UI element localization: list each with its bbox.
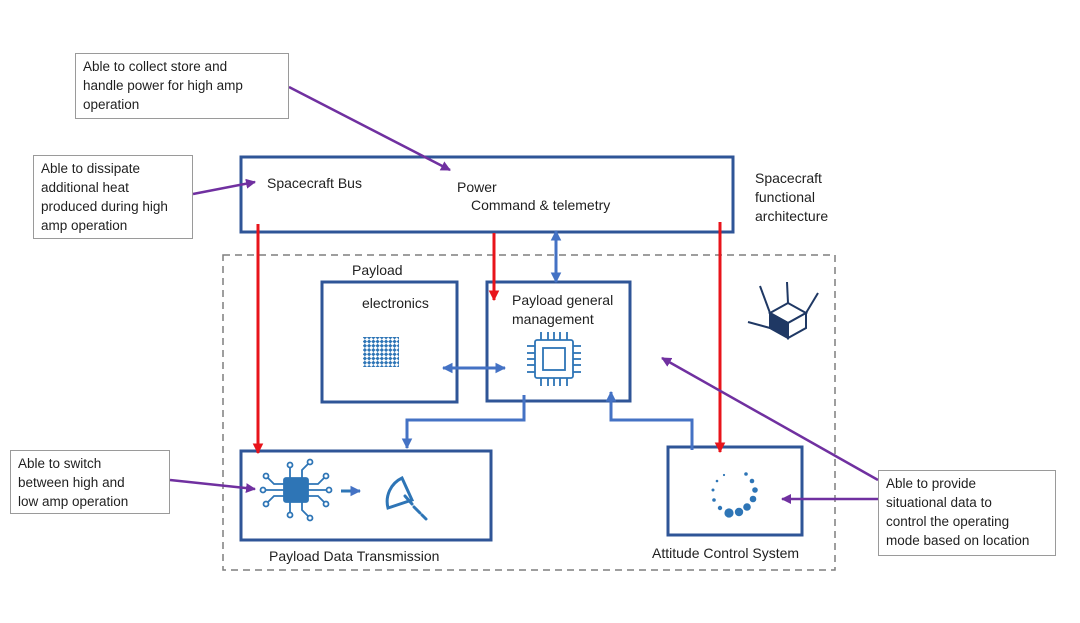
circuit-chip-icon bbox=[259, 458, 333, 522]
spacecraft-bus-box bbox=[239, 155, 735, 234]
switch-note: Able to switch between high and low amp … bbox=[10, 450, 170, 514]
payload-data-transmission-label: Payload Data Transmission bbox=[269, 548, 440, 564]
payload-management-label: Payload general management bbox=[512, 292, 614, 327]
management-to-transmission-arrow bbox=[401, 395, 526, 450]
satellite-dish-icon bbox=[385, 475, 428, 521]
power-label: Power bbox=[457, 179, 497, 195]
command-telemetry-label: Command & telemetry bbox=[471, 197, 611, 213]
cube-icon bbox=[747, 281, 819, 340]
attitude-to-management-arrow bbox=[605, 390, 694, 450]
attitude-control-box bbox=[666, 445, 804, 537]
electronics-label: electronics bbox=[362, 295, 429, 311]
power-note-arrow bbox=[288, 85, 451, 172]
payload-boundary bbox=[222, 254, 836, 571]
spacecraft-bus-label: Spacecraft Bus bbox=[267, 175, 362, 191]
heat-note-arrow bbox=[192, 178, 256, 196]
situational-note-arrow-management bbox=[661, 356, 879, 482]
architecture-label: Spacecraft functional architecture bbox=[755, 170, 829, 224]
payload-title: Payload bbox=[352, 262, 403, 278]
switch-note-arrow bbox=[169, 478, 256, 494]
power-note: Able to collect store and handle power f… bbox=[75, 53, 289, 119]
attitude-control-label: Attitude Control System bbox=[652, 545, 800, 561]
microchip-icon bbox=[527, 332, 581, 386]
heat-note: Able to dissipate additional heat produc… bbox=[33, 155, 193, 239]
checkerboard-chip-icon bbox=[363, 337, 399, 367]
loading-dots-icon bbox=[711, 472, 758, 518]
situational-note: Able to provide situational data to cont… bbox=[878, 470, 1056, 556]
